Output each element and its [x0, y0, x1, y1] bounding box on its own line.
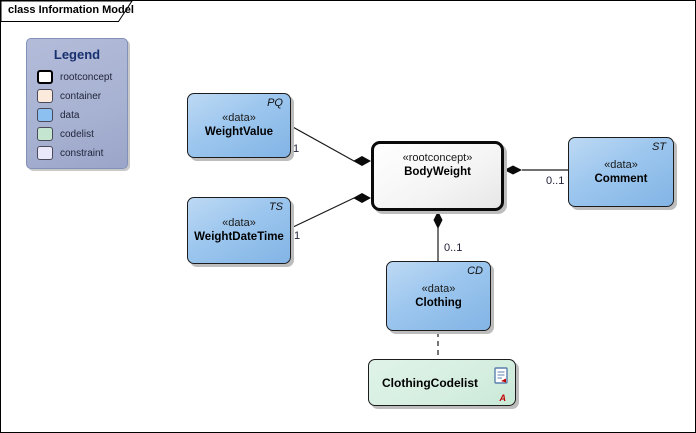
legend-item-codelist: codelist [37, 126, 127, 142]
data-swatch [37, 108, 53, 122]
class-weightdatetime[interactable]: TS «data» WeightDateTime [187, 197, 291, 264]
class-name: Comment [594, 172, 648, 185]
stereotype: «data» [421, 282, 456, 295]
class-weightvalue[interactable]: PQ «data» WeightValue [187, 93, 291, 158]
class-name: WeightDateTime [194, 231, 284, 243]
legend-item-label: data [60, 109, 80, 121]
connector-weightdatetime-bodyweight[interactable] [290, 197, 355, 229]
legend-item-rootconcept: rootconcept [37, 69, 127, 85]
legend-title: Legend [53, 47, 101, 62]
multiplicity-label: 1 [294, 230, 301, 242]
multiplicity-label: 0..1 [444, 242, 463, 254]
container-swatch [37, 89, 53, 103]
type-code: TS [268, 201, 283, 213]
type-code: ST [651, 141, 666, 153]
stereotype: «data» [222, 217, 256, 229]
frame-title: class Information Model [8, 4, 134, 16]
multiplicity-label: 0..1 [546, 175, 565, 187]
class-bodyweight[interactable]: «rootconcept» BodyWeight [371, 141, 504, 211]
type-code: PQ [267, 97, 283, 109]
linked-document-icon [494, 367, 508, 390]
composition-diamond-comment[interactable] [504, 165, 522, 175]
frame-title-tab [1, 1, 133, 22]
class-clothingcodelist[interactable]: ClothingCodelist A [368, 359, 516, 406]
class-name: ClothingCodelist [382, 375, 478, 390]
legend-item-label: rootconcept [60, 71, 113, 83]
composition-diamond-weightdatetime[interactable] [353, 193, 371, 203]
constraint-swatch [37, 146, 53, 160]
class-clothing[interactable]: CD «data» Clothing [386, 261, 491, 331]
class-name: WeightValue [204, 126, 274, 138]
legend-item-data: data [37, 107, 127, 123]
class-comment[interactable]: ST «data» Comment [568, 137, 674, 207]
stereotype: «data» [222, 112, 256, 124]
connector-weightvalue-bodyweight[interactable] [290, 125, 355, 162]
legend-item-label: codelist [60, 128, 94, 140]
multiplicity-label: 1 [293, 143, 300, 155]
class-name: Clothing [415, 296, 462, 309]
legend-item-label: constraint [60, 147, 104, 159]
composition-diamond-weightvalue[interactable] [353, 156, 371, 166]
stereotype: «data» [604, 158, 638, 171]
codelist-swatch [37, 127, 53, 141]
legend-item-constraint: constraint [37, 145, 127, 161]
composition-diamond-clothing[interactable] [433, 211, 443, 229]
type-code: CD [467, 265, 483, 277]
attribute-marker: A [499, 393, 507, 403]
rootconcept-swatch [37, 70, 53, 84]
legend[interactable]: Legend rootconcept container data codeli… [26, 38, 128, 169]
class-name: BodyWeight [404, 166, 471, 178]
stereotype: «rootconcept» [402, 152, 473, 164]
legend-item-container: container [37, 88, 127, 104]
legend-item-label: container [60, 90, 102, 102]
